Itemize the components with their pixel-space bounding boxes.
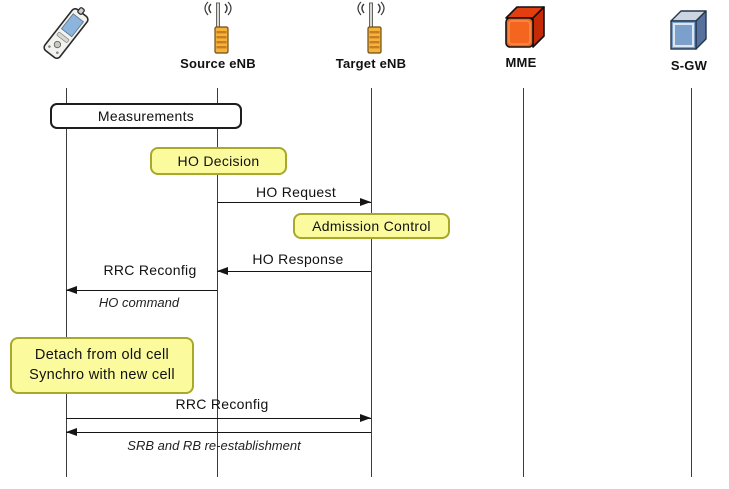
note-ho-decision-label: HO Decision: [177, 152, 260, 169]
note-measurements: Measurements: [50, 103, 242, 129]
actor-label-sgw: S-GW: [670, 58, 708, 73]
message-arrow-srb-reestablishment: [66, 432, 371, 433]
arrowhead-left-icon: [217, 267, 228, 275]
lifeline-target-enb: [371, 88, 372, 477]
message-label-rrc-reconfig-2: RRC Reconfig: [175, 396, 269, 412]
arrowhead-right-icon: [360, 414, 371, 422]
message-arrow-rrc-reconfig-1: [66, 290, 217, 291]
lifeline-source-enb: [217, 88, 218, 477]
note-ho-decision: HO Decision: [150, 147, 287, 175]
actor-label-mme: MME: [505, 55, 537, 70]
message-arrow-rrc-reconfig-2: [66, 418, 371, 419]
lifeline-sgw: [691, 88, 692, 477]
message-label-rrc-reconfig-1: RRC Reconfig: [103, 262, 197, 278]
blue-cube-icon: [668, 9, 708, 51]
red-cube-icon: [502, 4, 546, 50]
mobile-phone-icon: [32, 0, 98, 68]
arrowhead-left-icon: [66, 286, 77, 294]
actor-label-source-enb: Source eNB: [180, 56, 256, 71]
message-label-ho-request: HO Request: [255, 184, 337, 200]
note-detach-line2: Synchro with new cell: [29, 366, 175, 383]
note-measurements-label: Measurements: [97, 107, 195, 124]
arrowhead-left-icon: [66, 428, 77, 436]
lifeline-ue: [66, 88, 67, 477]
actor-label-target-enb: Target eNB: [335, 56, 407, 71]
antenna-tower-icon: [202, 1, 234, 55]
message-arrow-ho-request: [217, 202, 371, 203]
note-admission-control: Admission Control: [293, 213, 450, 239]
note-detach-line1: Detach from old cell: [34, 346, 170, 363]
message-sublabel-ho-command: HO command: [98, 295, 180, 310]
lifeline-mme: [523, 88, 524, 477]
note-admission-control-label: Admission Control: [312, 217, 431, 234]
message-label-ho-response: HO Response: [252, 251, 344, 267]
message-label-srb-reestablishment: SRB and RB re-establishment: [127, 438, 301, 453]
note-detach-synchro: Detach from old cell Synchro with new ce…: [10, 337, 194, 394]
message-arrow-ho-response: [217, 271, 371, 272]
antenna-tower-icon: [355, 1, 387, 55]
arrowhead-right-icon: [360, 198, 371, 206]
